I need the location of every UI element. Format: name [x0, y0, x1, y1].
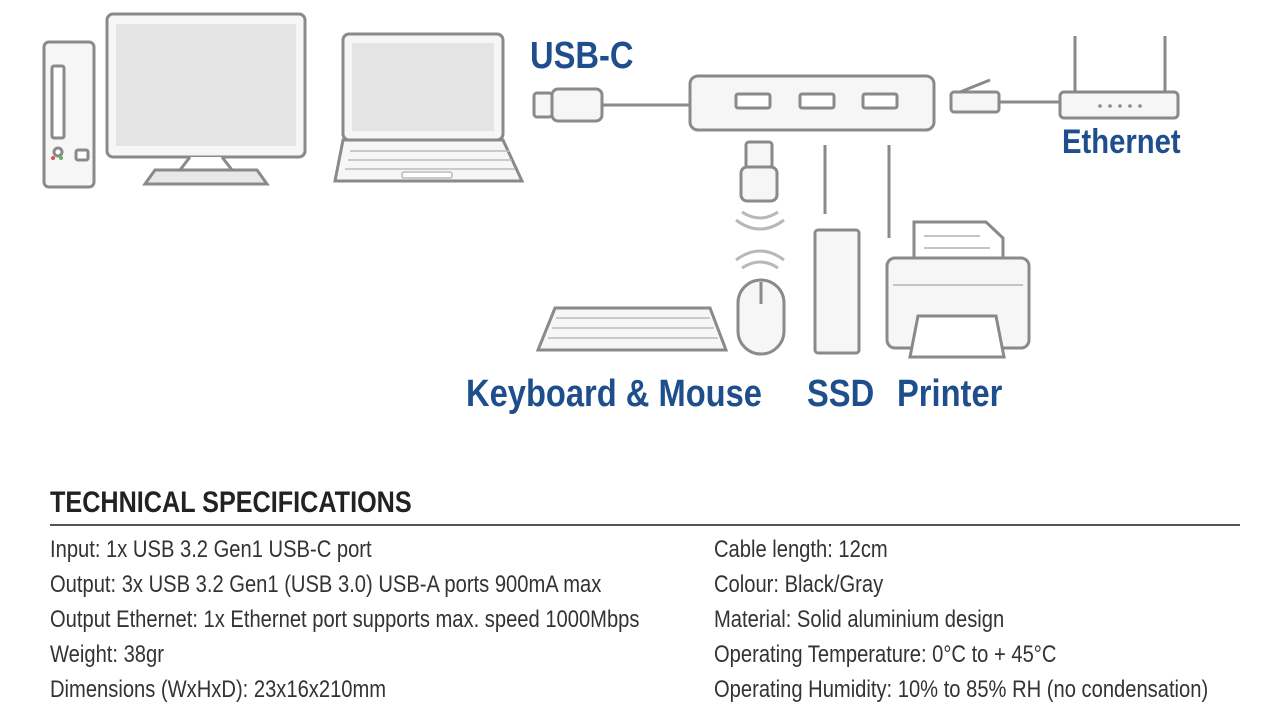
- laptop-icon: [333, 32, 525, 183]
- keyboard-mouse-label: Keyboard & Mouse: [466, 373, 762, 415]
- spec-item-output-ethernet: Output Ethernet: 1x Ethernet port suppor…: [50, 606, 640, 633]
- spec-item-weight: Weight: 38gr: [50, 641, 164, 668]
- spec-item-temperature: Operating Temperature: 0°C to + 45°C: [714, 641, 1057, 668]
- ethernet-plug-icon: [949, 78, 1062, 114]
- router-icon: [1058, 36, 1180, 120]
- spec-item-input: Input: 1x USB 3.2 Gen1 USB-C port: [50, 536, 372, 563]
- mouse-icon: [736, 278, 786, 356]
- monitor-icon: [105, 12, 307, 186]
- spec-item-colour: Colour: Black/Gray: [714, 571, 884, 598]
- wireless-signal-icon: [735, 210, 785, 270]
- ethernet-label: Ethernet: [1062, 123, 1181, 161]
- desktop-tower-icon: [42, 40, 96, 189]
- keyboard-icon: [535, 306, 729, 352]
- ssd-icon: [813, 145, 861, 355]
- usbc-label: USB-C: [530, 35, 634, 77]
- spec-item-humidity: Operating Humidity: 10% to 85% RH (no co…: [714, 676, 1209, 703]
- usb-hub-icon: [688, 74, 936, 132]
- spec-item-cable-length: Cable length: 12cm: [714, 536, 888, 563]
- usbc-plug-icon: [532, 87, 690, 123]
- connection-diagram: [42, 12, 1180, 359]
- printer-label: Printer: [897, 373, 1003, 415]
- specs-right-column: Cable length: 12cm Colour: Black/Gray Ma…: [714, 532, 1280, 707]
- specs-title: TECHNICAL SPECIFICATIONS: [50, 486, 412, 519]
- printer-icon: [885, 145, 1031, 359]
- ssd-label: SSD: [807, 373, 875, 415]
- spec-item-material: Material: Solid aluminium design: [714, 606, 1005, 633]
- usb-dongle-icon: [739, 140, 779, 203]
- spec-item-output: Output: 3x USB 3.2 Gen1 (USB 3.0) USB-A …: [50, 571, 602, 598]
- specs-left-column: Input: 1x USB 3.2 Gen1 USB-C port Output…: [50, 532, 752, 707]
- specs-divider: [50, 524, 1240, 526]
- spec-item-dimensions: Dimensions (WxHxD): 23x16x210mm: [50, 676, 387, 703]
